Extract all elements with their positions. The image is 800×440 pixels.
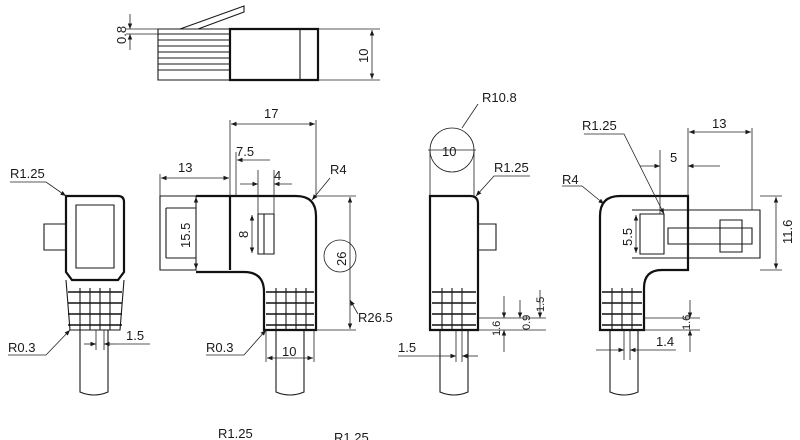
dim-view3-circle: 10 bbox=[442, 144, 456, 159]
dim-view4-height-right: 11.6 bbox=[780, 220, 795, 244]
dim-view4-offset: 5 bbox=[670, 150, 677, 165]
label-view3-radius-corner: R1.25 bbox=[494, 160, 529, 175]
dim-view2-offset-left: 13 bbox=[178, 160, 192, 175]
dim-view2-height-right: 26 bbox=[334, 252, 349, 266]
dim-view4-d1: 1.6 bbox=[681, 315, 693, 330]
top-view-plug bbox=[126, 5, 380, 82]
dim-view4-width: 13 bbox=[712, 116, 726, 131]
dim-view2-height-inner: 15.5 bbox=[178, 223, 193, 248]
view3-front bbox=[398, 103, 546, 396]
dim-view4-cable: 1.4 bbox=[656, 334, 674, 349]
dim-view3-cable: 1.5 bbox=[398, 340, 416, 355]
dim-view3-d2: 0.9 bbox=[521, 315, 533, 330]
dim-view3-d3: 1.5 bbox=[535, 297, 547, 312]
dim-view1-cable: 1.5 bbox=[126, 328, 144, 343]
label-view4-radius-corner: R4 bbox=[562, 172, 579, 187]
dim-top-height: 10 bbox=[356, 49, 371, 63]
label-view4-radius-top: R1.25 bbox=[582, 118, 617, 133]
label-view3-sphere: R10.8 bbox=[482, 90, 517, 105]
label-view2-radius-corner: R4 bbox=[330, 162, 347, 177]
dim-view3-d1: 1.6 bbox=[491, 321, 503, 336]
label-bottom-radius-b: R1.25 bbox=[334, 430, 369, 440]
label-bottom-radius-a: R1.25 bbox=[218, 426, 253, 440]
dim-view2-width: 17 bbox=[264, 106, 278, 121]
label-view2-radius-large: R26.5 bbox=[358, 310, 393, 325]
dim-view2-slot: 8 bbox=[236, 231, 251, 238]
view4-angled bbox=[562, 128, 782, 396]
label-view1-radius-bottom: R0.3 bbox=[8, 340, 35, 355]
view1-rear bbox=[8, 181, 150, 396]
dim-view2-gap: 4 bbox=[274, 168, 281, 183]
dim-view4-slot: 5.5 bbox=[620, 228, 635, 246]
view2-side bbox=[159, 120, 359, 396]
dim-view2-offset-inner: 7.5 bbox=[236, 144, 254, 159]
dim-top-thickness: 0.8 bbox=[114, 26, 129, 44]
label-view2-radius-bottom: R0.3 bbox=[206, 340, 233, 355]
label-view1-radius-top: R1.25 bbox=[10, 166, 45, 181]
dim-view2-cable: 10 bbox=[282, 344, 296, 359]
